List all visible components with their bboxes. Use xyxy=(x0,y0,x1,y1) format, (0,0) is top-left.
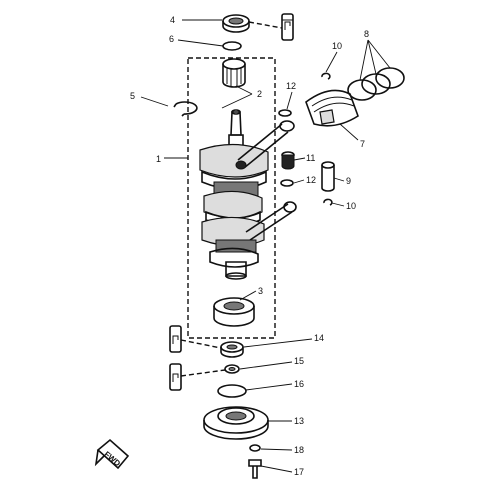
callout-10a: 10 xyxy=(332,41,342,51)
part-5-circlip[interactable] xyxy=(173,101,198,117)
leader-10b xyxy=(331,202,345,207)
callout-14: 14 xyxy=(314,333,324,343)
callout-9: 9 xyxy=(346,176,351,186)
leader-12a xyxy=(286,91,293,110)
callout-3: 3 xyxy=(258,286,263,296)
leader-18 xyxy=(260,448,293,451)
leader-16 xyxy=(245,383,293,391)
callout-12a: 12 xyxy=(286,81,296,91)
callout-8: 8 xyxy=(364,29,369,39)
part-12-washer-lower[interactable] xyxy=(280,179,294,187)
part-14-oil-seal[interactable] xyxy=(220,341,244,358)
part-13-bearing-housing[interactable] xyxy=(203,406,269,440)
leader-4-tube xyxy=(248,21,283,29)
grease-tube-icon xyxy=(281,13,294,41)
part-9-piston-pin[interactable] xyxy=(321,161,335,192)
part-17-bolt[interactable] xyxy=(248,459,262,479)
callout-15: 15 xyxy=(294,356,304,366)
grease-tube-icon xyxy=(169,363,182,391)
callout-13: 13 xyxy=(294,416,304,426)
callout-12b: 12 xyxy=(306,175,316,185)
part-10-clip-upper[interactable] xyxy=(321,72,331,80)
leader-14 xyxy=(243,338,313,348)
leader-17 xyxy=(260,465,293,473)
callout-10b: 10 xyxy=(346,201,356,211)
callout-7: 7 xyxy=(360,139,365,149)
leader-10a xyxy=(325,51,338,73)
leader-15 xyxy=(239,361,293,370)
connecting-rod-upper[interactable] xyxy=(235,120,295,170)
part-6-o-ring[interactable] xyxy=(222,41,242,51)
assembly-boundary xyxy=(187,57,276,339)
callout-2: 2 xyxy=(257,89,262,99)
callout-5: 5 xyxy=(130,91,135,101)
part-10-clip-lower[interactable] xyxy=(323,198,333,206)
fwd-arrow-icon xyxy=(94,438,130,470)
leader-7 xyxy=(339,123,359,141)
leader-5 xyxy=(140,96,169,107)
part-12-washer-upper[interactable] xyxy=(278,109,292,117)
leader-3 xyxy=(239,290,257,301)
callout-1: 1 xyxy=(156,154,161,164)
part-16-o-ring[interactable] xyxy=(217,384,247,398)
part-2-needle-bearing[interactable] xyxy=(222,58,246,88)
leader-15-tube xyxy=(180,369,226,377)
part-15-oil-seal[interactable] xyxy=(224,364,240,374)
part-1-crankshaft[interactable] xyxy=(199,109,269,280)
callout-16: 16 xyxy=(294,379,304,389)
part-7-piston[interactable] xyxy=(305,89,359,127)
callout-4: 4 xyxy=(170,15,175,25)
leader-9 xyxy=(333,177,345,182)
grease-tube-icon xyxy=(169,325,182,353)
callout-6: 6 xyxy=(169,34,174,44)
leader-12b xyxy=(293,179,305,184)
part-18-washer[interactable] xyxy=(249,444,261,452)
callout-17: 17 xyxy=(294,467,304,477)
callout-18: 18 xyxy=(294,445,304,455)
part-11-small-needle-bearing[interactable] xyxy=(281,151,295,170)
leader-6 xyxy=(177,39,224,47)
connecting-rod-lower[interactable] xyxy=(245,201,297,241)
part-4-oil-seal[interactable] xyxy=(222,14,250,33)
callout-11: 11 xyxy=(306,153,315,163)
leader-11 xyxy=(293,157,306,161)
leader-8 xyxy=(359,39,391,81)
leader-2 xyxy=(221,85,253,109)
leader-14-tube xyxy=(180,339,222,349)
part-3-bearing[interactable] xyxy=(213,297,255,327)
